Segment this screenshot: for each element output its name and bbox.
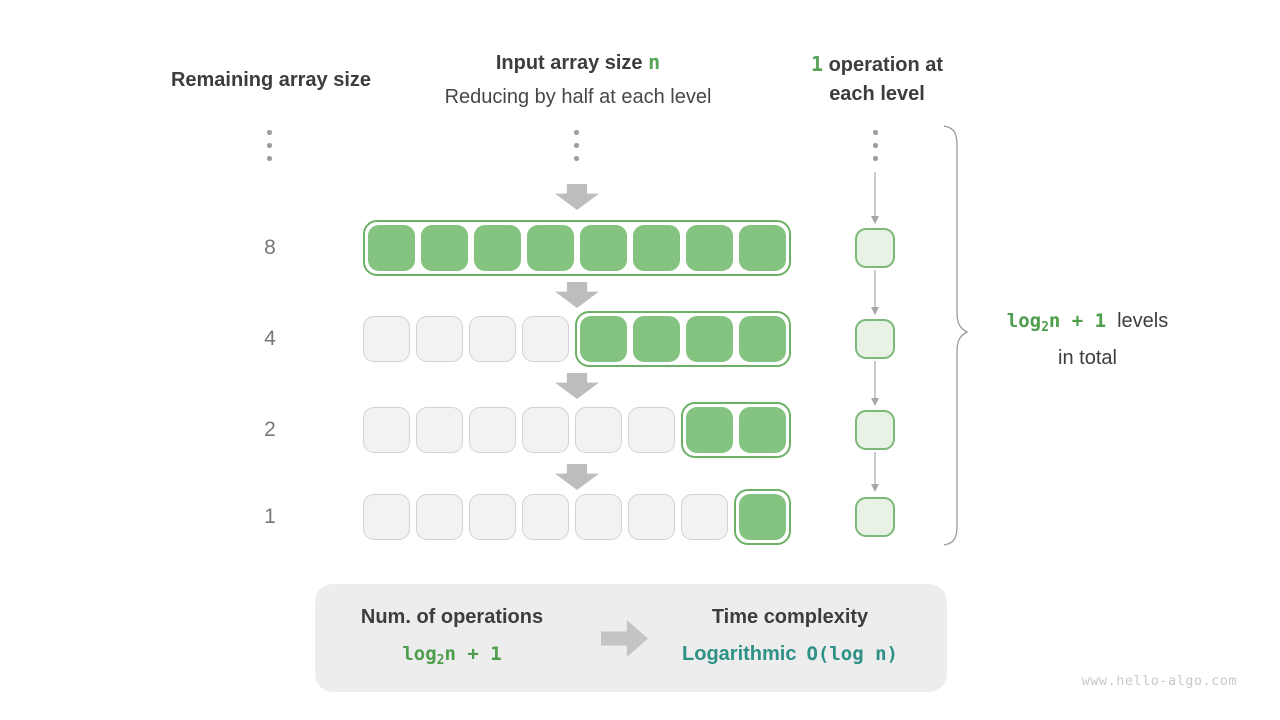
time-complexity-title: Time complexity — [711, 606, 869, 628]
array-cell-active — [686, 225, 733, 271]
operations-summary: Num. of operations log2n + 1 — [361, 604, 543, 674]
operations-title-line1: 1 operation at — [811, 50, 943, 80]
down-arrow-icon — [555, 282, 599, 308]
array-cell-active — [739, 407, 786, 453]
remaining-size-title: Remaining array size — [170, 69, 372, 91]
array-cell-empty — [363, 407, 410, 453]
brace-icon — [943, 125, 969, 546]
array-cell-empty — [575, 407, 622, 453]
array-cell-empty — [469, 494, 516, 540]
operations-title-text: operation at — [823, 54, 944, 76]
down-arrow-icon — [555, 464, 599, 490]
array-cell-empty — [681, 494, 728, 540]
remaining-size-header: Remaining array size — [171, 66, 371, 95]
array-cell-empty — [416, 407, 463, 453]
ellipsis-icon — [873, 130, 878, 161]
array-cell-active — [421, 225, 468, 271]
array-cell-active — [368, 225, 415, 271]
input-size-title-text: Input array size — [495, 52, 649, 74]
array-cell-empty — [469, 407, 516, 453]
array-cell-empty — [416, 316, 463, 362]
array-cell-empty — [628, 407, 675, 453]
operation-cell — [855, 410, 895, 450]
active-subarray — [734, 489, 791, 545]
operation-cell — [855, 228, 895, 268]
row-size-label: 1 — [264, 505, 276, 528]
array-cell-active — [739, 316, 786, 362]
array-cell-active — [739, 494, 786, 540]
array-cell-empty — [522, 316, 569, 362]
row-size-label: 2 — [264, 418, 276, 441]
array-cell-active — [686, 316, 733, 362]
summary-box: Num. of operations log2n + 1 Time comple… — [315, 584, 947, 692]
input-size-subtitle: Reducing by half at each level — [444, 86, 712, 108]
active-subarray — [575, 311, 791, 367]
levels-note-line1: log2n + 1 levels — [990, 306, 1185, 343]
complexity-class-name: Logarithmic — [682, 643, 797, 665]
array-cell-empty — [575, 494, 622, 540]
array-cell-empty — [416, 494, 463, 540]
array-cell-empty — [469, 316, 516, 362]
operations-count-symbol: 1 — [810, 52, 824, 76]
levels-formula: log2n + 1 — [1006, 310, 1107, 335]
operations-summary-title: Num. of operations — [360, 606, 544, 628]
time-complexity-value: Logarithmic O(log n) — [682, 641, 898, 669]
input-size-n-symbol: n — [648, 50, 661, 74]
array-cell-active — [739, 225, 786, 271]
down-arrow-icon — [555, 184, 599, 210]
ellipsis-icon — [267, 130, 272, 161]
levels-note-line2: in total — [1058, 347, 1117, 369]
watermark: www.hello-algo.com — [1081, 673, 1237, 689]
array-cell-empty — [363, 316, 410, 362]
array-cell-active — [474, 225, 521, 271]
active-subarray — [681, 402, 791, 458]
time-complexity-summary: Time complexity Logarithmic O(log n) — [682, 604, 898, 669]
array-row-8 — [363, 220, 791, 276]
row-size-label: 8 — [264, 236, 276, 259]
levels-note: log2n + 1 levels in total — [990, 306, 1185, 373]
operation-cell — [855, 497, 895, 537]
array-row-1 — [363, 489, 791, 545]
input-size-title: Input array size n — [445, 48, 712, 78]
row-size-label: 4 — [264, 327, 276, 350]
array-row-4 — [363, 311, 791, 367]
array-cell-active — [580, 316, 627, 362]
array-cell-empty — [522, 494, 569, 540]
levels-word: levels — [1117, 310, 1169, 332]
ellipsis-icon — [574, 130, 579, 161]
array-cell-active — [633, 316, 680, 362]
right-arrow-icon — [601, 620, 648, 657]
array-cell-empty — [628, 494, 675, 540]
array-cell-active — [686, 407, 733, 453]
array-cell-active — [580, 225, 627, 271]
array-row-2 — [363, 402, 791, 458]
array-cell-empty — [363, 494, 410, 540]
operations-summary-formula: log2n + 1 — [402, 643, 502, 668]
operation-cell — [855, 319, 895, 359]
active-subarray — [363, 220, 791, 276]
array-cell-active — [633, 225, 680, 271]
array-cell-empty — [522, 407, 569, 453]
operations-title-line2: each level — [829, 83, 925, 105]
operations-header: 1 operation at each level — [811, 50, 943, 109]
array-cell-active — [527, 225, 574, 271]
big-o-notation: O(log n) — [806, 643, 898, 665]
down-arrow-icon — [555, 373, 599, 399]
input-size-header: Input array size n Reducing by half at e… — [445, 48, 712, 112]
